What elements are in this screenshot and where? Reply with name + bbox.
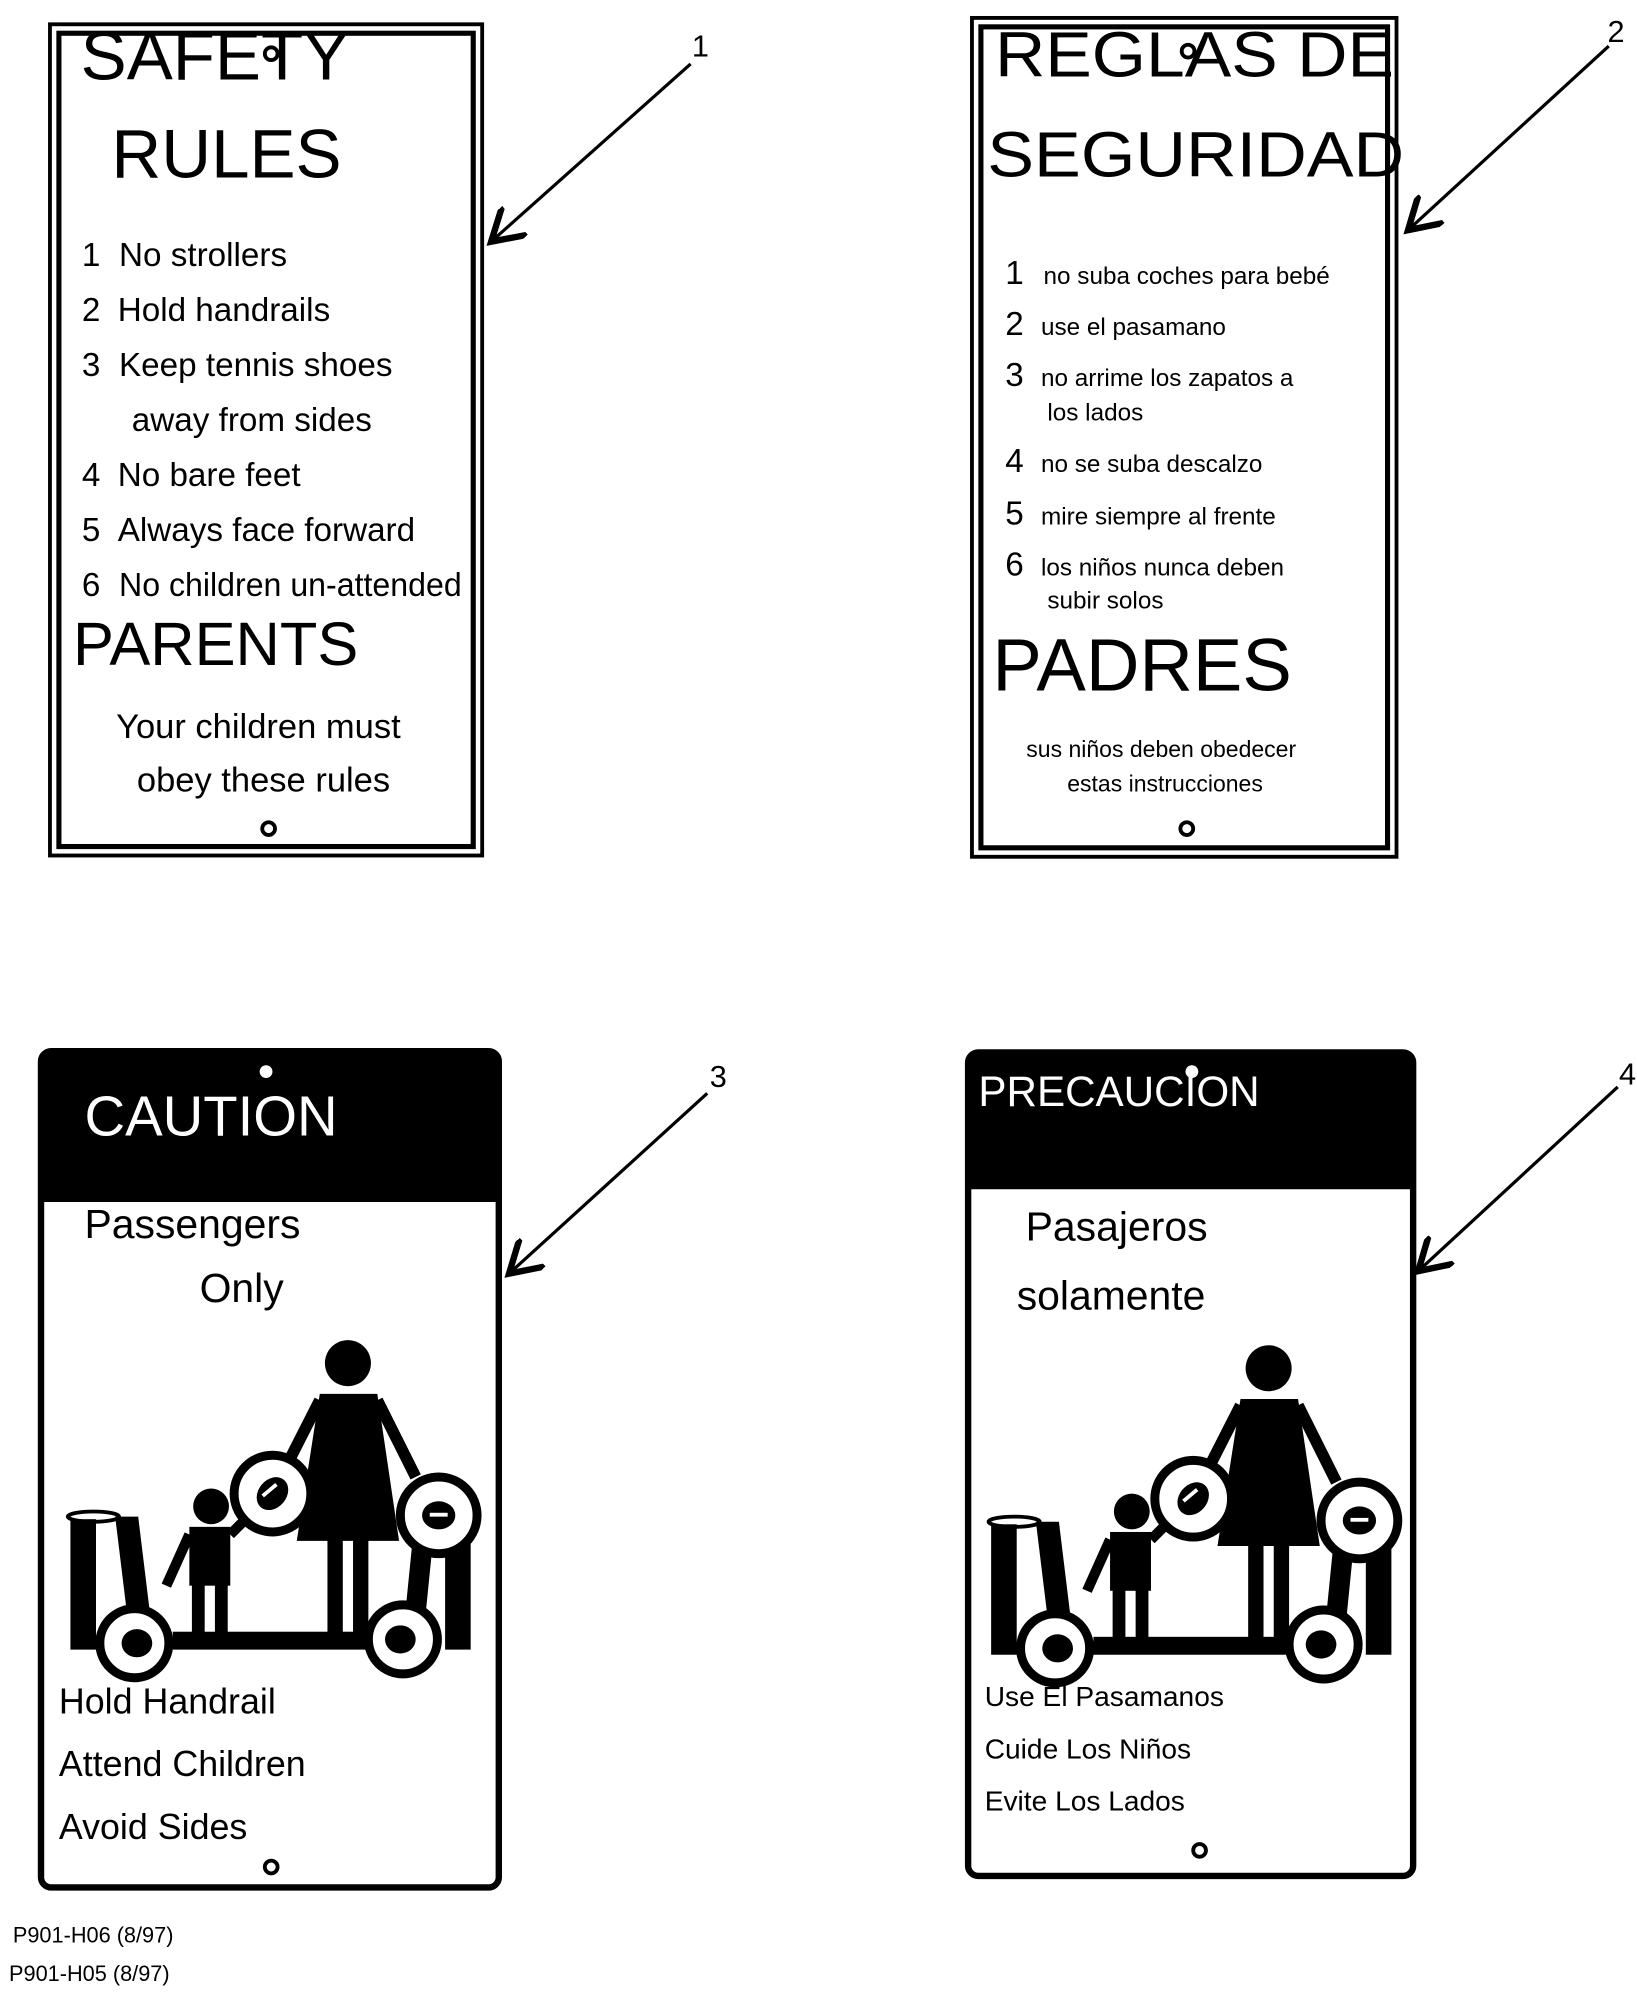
callout-arrow (491, 62, 692, 242)
callout-number: 4 (1619, 1056, 1636, 1091)
callout-number: 2 (1608, 14, 1625, 49)
instruction-text: Cuide Los Niños (985, 1733, 1191, 1764)
sign-safety-rules-english: SAFETY RULES 1 No strollers 2 Hold handr… (48, 16, 485, 858)
rule-text: use el pasamano (1041, 314, 1226, 341)
callout-number: 3 (710, 1059, 727, 1094)
sign-heading: Pasajeros (1026, 1203, 1208, 1249)
sign-header-text: CAUTION (84, 1085, 337, 1148)
mounting-hole-icon (1179, 42, 1197, 60)
sign-safety-rules-spanish: REGLAS DE SEGURIDAD 1 no suba coches par… (970, 15, 1404, 859)
rule-number: 4 (1005, 443, 1023, 480)
rule-text: no arrime los zapatos a (1041, 365, 1294, 392)
instruction-text: Attend Children (59, 1744, 306, 1784)
rule-number: 3 (1005, 357, 1023, 394)
mounting-hole-icon (262, 45, 280, 63)
rule-number: 6 (1005, 546, 1023, 583)
rule-text: Always face forward (118, 512, 415, 549)
sign-footer: Your children must (116, 708, 401, 746)
rule-number: 6 (82, 567, 100, 604)
instruction-text: Avoid Sides (59, 1807, 247, 1847)
rule-text: subir solos (1047, 588, 1163, 615)
rule-text: no suba coches para bebé (1044, 263, 1330, 290)
rule-text: los lados (1047, 400, 1143, 427)
mounting-hole-icon (1191, 1842, 1208, 1859)
sign-title: SAFETY (81, 16, 350, 94)
mounting-hole-icon (260, 820, 277, 837)
mounting-hole-icon (259, 1065, 273, 1079)
mounting-hole-icon (262, 1858, 280, 1876)
rule-text: away from sides (132, 402, 372, 439)
callout-number: 1 (692, 28, 709, 63)
sign-title: SEGURIDAD (987, 118, 1404, 190)
rule-text: no se suba descalzo (1041, 451, 1262, 478)
sign-title: RULES (111, 115, 341, 193)
rule-number: 3 (82, 347, 100, 384)
part-number: P901-H06 (8/97) (13, 1922, 174, 1947)
callout-arrow (509, 1092, 709, 1273)
rule-number: 5 (82, 512, 100, 549)
rule-text: No bare feet (118, 457, 301, 494)
sign-footer: estas instrucciones (1067, 771, 1263, 797)
mounting-hole-icon (1178, 820, 1196, 837)
sign-caution-english: CAUTION Passengers Only Hold Handrail At… (37, 1047, 503, 1891)
sign-subtitle: PARENTS (73, 610, 358, 679)
rule-number: 1 (1005, 255, 1023, 292)
mounting-hole-icon (1185, 1065, 1199, 1079)
rule-number: 1 (82, 237, 100, 274)
sign-heading: solamente (1017, 1272, 1206, 1318)
sign-heading: Only (200, 1265, 285, 1311)
rule-number: 2 (82, 292, 100, 329)
rule-text: Hold handrails (118, 292, 330, 329)
callout-arrow (1408, 44, 1610, 230)
caution-header (41, 1051, 499, 1203)
sign-header-text: PRECAUCION (978, 1068, 1259, 1115)
rule-text: No strollers (119, 237, 287, 274)
sign-footer: sus niños deben obedecer (1026, 736, 1296, 762)
rule-text: los niños nunca deben (1041, 554, 1284, 581)
rule-number: 4 (82, 457, 100, 494)
sign-heading: Passengers (84, 1201, 300, 1247)
instruction-text: Use El Pasamanos (985, 1681, 1224, 1712)
rule-text: Keep tennis shoes (119, 347, 392, 384)
sign-footer: obey these rules (137, 762, 390, 800)
rule-number: 5 (1005, 495, 1023, 532)
part-number: P901-H05 (8/97) (9, 1961, 170, 1986)
instruction-text: Hold Handrail (59, 1682, 276, 1722)
instruction-text: Evite Los Lados (985, 1786, 1185, 1817)
rule-text: No children un-attended (119, 567, 462, 604)
sign-subtitle: PADRES (992, 624, 1291, 707)
caution-header (968, 1052, 1414, 1190)
rule-number: 2 (1005, 306, 1023, 343)
sign-title: REGLAS DE (995, 19, 1394, 91)
sign-caution-spanish: PRECAUCION Pasajeros solamente Use El Pa… (964, 1049, 1417, 1880)
rule-text: mire siempre al frente (1041, 503, 1276, 530)
callout-arrow (1418, 1085, 1619, 1271)
